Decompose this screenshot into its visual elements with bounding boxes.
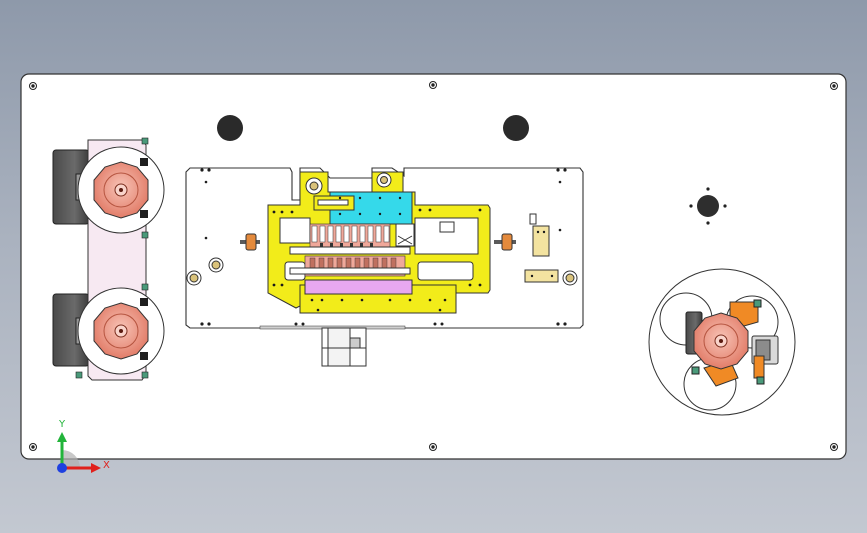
tan-bracket — [524, 213, 559, 283]
corner-screws — [29, 81, 838, 451]
upper-spool — [93, 158, 149, 219]
left-knob — [240, 233, 260, 251]
right-knob — [494, 233, 516, 251]
yellow-frame-mechanism — [267, 171, 491, 314]
lower-spool — [93, 298, 149, 360]
cutter-blades — [311, 225, 390, 243]
mount-hole-left — [217, 115, 243, 141]
x-axis-label: X — [103, 460, 110, 471]
left-tension-screw — [186, 257, 224, 286]
frame-screws — [272, 196, 482, 312]
right-spool-assembly — [648, 268, 796, 416]
mount-hole-right — [503, 115, 529, 141]
right-spool — [693, 312, 749, 370]
coordinate-triad-icon: Y X — [57, 419, 110, 473]
sensor-hole — [689, 187, 727, 225]
left-spool-assembly — [52, 137, 165, 381]
cutter-blades-lower — [309, 257, 397, 273]
y-axis-label: Y — [58, 419, 66, 430]
lower-cylinder — [259, 325, 406, 367]
right-tension-screw — [562, 270, 578, 286]
